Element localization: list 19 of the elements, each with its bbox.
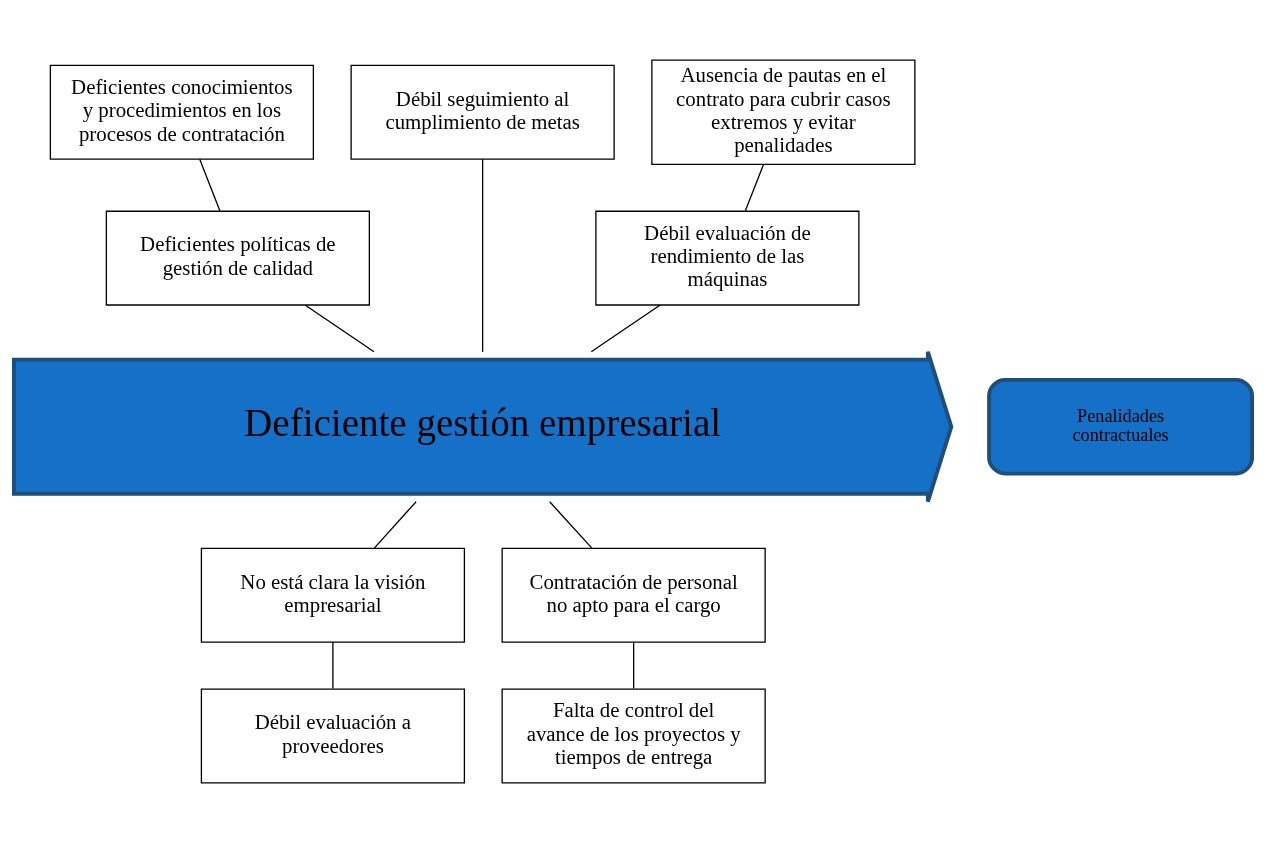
node-box: Penalidades contractuales — [987, 377, 1255, 476]
node-box: Ausencia de pautas en el contrato para cubrir casos extremos y evitar penalidades — [651, 59, 916, 165]
node-box: Deficientes conocimientos y procedimientos en los procesos de contratación — [49, 64, 314, 160]
connector — [549, 501, 593, 549]
connector — [332, 641, 334, 690]
node-box: No está clara la visión empresarial — [200, 547, 466, 643]
connector — [633, 641, 635, 690]
node-box: Débil seguimiento al cumplimiento de metas — [350, 64, 615, 160]
node-box: Débil evaluación a proveedores — [200, 688, 466, 784]
connector — [199, 158, 221, 212]
node-box: Débil evaluación de rendimiento de las máquinas — [595, 210, 860, 306]
connector — [304, 304, 375, 353]
node-box: Contratación de personal no apto para el cargo — [501, 547, 766, 643]
connector — [744, 163, 765, 212]
connector — [590, 304, 661, 353]
node-box: Deficientes políticas de gestión de calidad — [105, 210, 370, 306]
node-box: Falta de control del avance de los proyectos y tiempos de entrega — [501, 688, 766, 784]
connector — [373, 501, 417, 549]
connector — [481, 158, 484, 353]
